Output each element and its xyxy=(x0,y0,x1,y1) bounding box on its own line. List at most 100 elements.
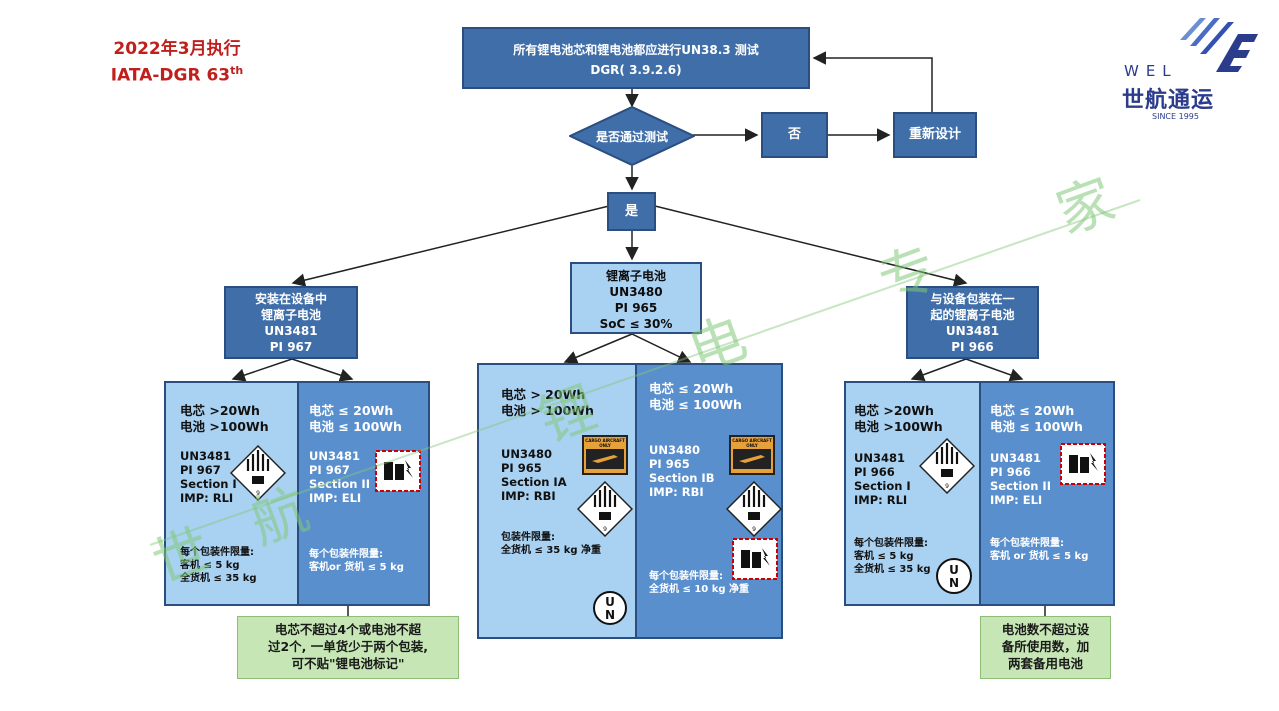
pi965-b-imp: IMP: RBI xyxy=(649,485,704,499)
pi965-a-info: UN3480 PI 965 Section IA IMP: RBI xyxy=(501,447,567,503)
branch-center-line3: PI 965 xyxy=(614,301,658,315)
yes-box: 是 xyxy=(607,192,656,231)
effective-date-line2: IATA-DGR 63th xyxy=(110,64,244,86)
logo-since: SINCE 1995 xyxy=(1152,112,1199,121)
pi967-b-info: UN3481 PI 967 Section II IMP: ELI xyxy=(309,449,370,505)
un-mark-n: N xyxy=(948,576,960,590)
cargo-aircraft-only-label: CARGO AIRCRAFT ONLY xyxy=(729,435,775,475)
pi966-b-info: UN3481 PI 966 Section II IMP: ELI xyxy=(990,451,1051,507)
pi966-b-limit: 每个包装件限量: 客机 or 货机 ≤ 5 kg xyxy=(990,537,1088,563)
logo-name: 世航通运 xyxy=(1122,88,1215,113)
pi967-b-limit: 每个包装件限量: 客机or 货机 ≤ 5 kg xyxy=(309,548,404,574)
pi967-a-limit: 每个包装件限量: 客机 ≤ 5 kg 全货机 ≤ 35 kg xyxy=(180,546,257,585)
pi965-b-limit-cargo: 全货机 ≤ 10 kg 净重 xyxy=(649,584,750,595)
test-requirement-line1: 所有锂电池芯和锂电池都应进行UN38.3 测试 xyxy=(513,43,759,57)
pi965-b-info: UN3480 PI 965 Section IB IMP: RBI xyxy=(649,443,714,499)
pi967-a-limit-title: 每个包装件限量: xyxy=(180,547,254,558)
pi967-a-section: Section I xyxy=(180,477,237,491)
lithium-battery-mark-icon xyxy=(1060,443,1106,485)
effective-date-line1: 2022年3月执行 xyxy=(113,39,241,59)
branch-center-line4: SoC ≤ 30% xyxy=(599,317,673,331)
branch-center-line1: 锂离子电池 xyxy=(605,269,666,283)
pi967-b-section: Section II xyxy=(309,477,370,491)
pi967-b-imp: IMP: ELI xyxy=(309,491,362,505)
branch-right-line3: UN3481 xyxy=(945,324,1000,338)
branch-left-line2: 锂离子电池 xyxy=(260,308,321,322)
note-battery-count-limit: 电池数不超过设 备所使用数，加 两套备用电池 xyxy=(980,616,1111,679)
logo-letters: WEL xyxy=(1124,62,1178,80)
pi965-b-un: UN3480 xyxy=(649,443,700,457)
lithium-battery-mark-icon xyxy=(375,450,421,492)
pi967-a-head: 电芯 >20Wh 电池 >100Wh xyxy=(180,403,269,435)
redesign-box: 重新设计 xyxy=(893,112,977,158)
panel-pi967-section-ii xyxy=(297,383,428,604)
pi966-b-pi: PI 966 xyxy=(990,465,1031,479)
class9-hazard-label-icon: 9 xyxy=(230,445,286,501)
pi967-b-cell-limit: 电芯 ≤ 20Wh xyxy=(309,403,394,418)
pi966-a-limit-passenger: 客机 ≤ 5 kg xyxy=(854,551,914,562)
pi967-a-un: UN3481 xyxy=(180,449,231,463)
cargo-aircraft-only-text: CARGO AIRCRAFT ONLY xyxy=(585,438,625,448)
branch-right-line2: 起的锂离子电池 xyxy=(930,308,1015,322)
cargo-aircraft-only-label: CARGO AIRCRAFT ONLY xyxy=(582,435,628,475)
pi966-a-un: UN3481 xyxy=(854,451,905,465)
pi966-a-pi: PI 966 xyxy=(854,465,895,479)
note-left-line3: 可不贴"锂电池标记" xyxy=(291,656,405,671)
panel-pi966-section-ii xyxy=(979,383,1113,604)
branch-center-line2: UN3480 xyxy=(609,285,663,299)
aircraft-icon xyxy=(586,449,624,469)
un-packaging-mark: U N xyxy=(936,558,972,594)
pi966-a-head: 电芯 >20Wh 电池 >100Wh xyxy=(854,403,943,435)
pi966-b-un: UN3481 xyxy=(990,451,1041,465)
note-small-quantity-exemption: 电芯不超过4个或电池不超 过2个, 一单货少于两个包装, 可不贴"锂电池标记" xyxy=(237,616,459,679)
pi967-a-battery-limit: 电池 >100Wh xyxy=(180,419,269,434)
pi966-b-limit-title: 每个包装件限量: xyxy=(990,538,1064,549)
pi966-a-cell-limit: 电芯 >20Wh xyxy=(854,403,934,418)
pi966-a-section: Section I xyxy=(854,479,911,493)
pi965-a-limit: 包装件限量: 全货机 ≤ 35 kg 净重 xyxy=(501,531,601,557)
pi967-a-imp: IMP: RLI xyxy=(180,491,234,505)
pi967-b-battery-limit: 电池 ≤ 100Wh xyxy=(309,419,402,434)
pi966-a-info: UN3481 PI 966 Section I IMP: RLI xyxy=(854,451,911,507)
aircraft-icon xyxy=(733,449,771,469)
note-right-line2: 备所使用数，加 xyxy=(1001,639,1090,654)
un-mark-u: U xyxy=(605,595,615,609)
class9-hazard-label-icon: 9 xyxy=(577,481,633,537)
branch-left-line1: 安装在设备中 xyxy=(254,292,327,306)
pi967-a-limit-passenger: 客机 ≤ 5 kg xyxy=(180,560,240,571)
branch-packed-with-equipment: 与设备包装在一 起的锂离子电池 UN3481 PI 966 xyxy=(906,286,1039,359)
pi966-b-limit-any: 客机 or 货机 ≤ 5 kg xyxy=(990,551,1089,562)
pi967-b-head: 电芯 ≤ 20Wh 电池 ≤ 100Wh xyxy=(309,403,402,435)
test-requirement-box: 所有锂电池芯和锂电池都应进行UN38.3 测试 DGR( 3.9.2.6) xyxy=(462,27,810,89)
pi965-b-limit-title: 每个包装件限量: xyxy=(649,571,723,582)
pi965-b-pi: PI 965 xyxy=(649,457,690,471)
pi966-a-limit-cargo: 全货机 ≤ 35 kg xyxy=(854,564,931,575)
pi965-a-section: Section IA xyxy=(501,475,567,489)
pi965-a-imp: IMP: RBI xyxy=(501,489,556,503)
test-requirement-line2: DGR( 3.9.2.6) xyxy=(590,63,682,77)
no-box: 否 xyxy=(761,112,828,158)
branch-installed-in-equipment: 安装在设备中 锂离子电池 UN3481 PI 967 xyxy=(224,286,358,359)
pi966-b-head: 电芯 ≤ 20Wh 电池 ≤ 100Wh xyxy=(990,403,1083,435)
pi965-b-head: 电芯 ≤ 20Wh 电池 ≤ 100Wh xyxy=(649,381,742,413)
pi965-a-limit-cargo: 全货机 ≤ 35 kg 净重 xyxy=(501,545,602,556)
pi966-b-battery-limit: 电池 ≤ 100Wh xyxy=(990,419,1083,434)
pi966-b-cell-limit: 电芯 ≤ 20Wh xyxy=(990,403,1075,418)
svg-text:9: 9 xyxy=(603,526,607,533)
pi967-a-limit-cargo: 全货机 ≤ 35 kg xyxy=(180,573,257,584)
svg-text:9: 9 xyxy=(256,490,260,497)
pi967-a-cell-limit: 电芯 >20Wh xyxy=(180,403,260,418)
pi965-b-section: Section IB xyxy=(649,471,715,485)
class9-hazard-label-icon: 9 xyxy=(919,438,975,494)
pi965-a-battery-limit: 电池 > 100Wh xyxy=(501,403,594,418)
note-right-line3: 两套备用电池 xyxy=(1007,656,1083,671)
pi967-a-info: UN3481 PI 967 Section I IMP: RLI xyxy=(180,449,237,505)
svg-text:9: 9 xyxy=(945,483,949,490)
branch-right-line4: PI 966 xyxy=(951,340,994,354)
company-logo: WEL 世航通运 SINCE 1995 xyxy=(1118,10,1268,128)
note-left-line2: 过2个, 一单货少于两个包装, xyxy=(267,639,429,654)
pi965-a-cell-limit: 电芯 > 20Wh xyxy=(501,387,586,402)
pi965-b-limit: 每个包装件限量: 全货机 ≤ 10 kg 净重 xyxy=(649,570,749,596)
